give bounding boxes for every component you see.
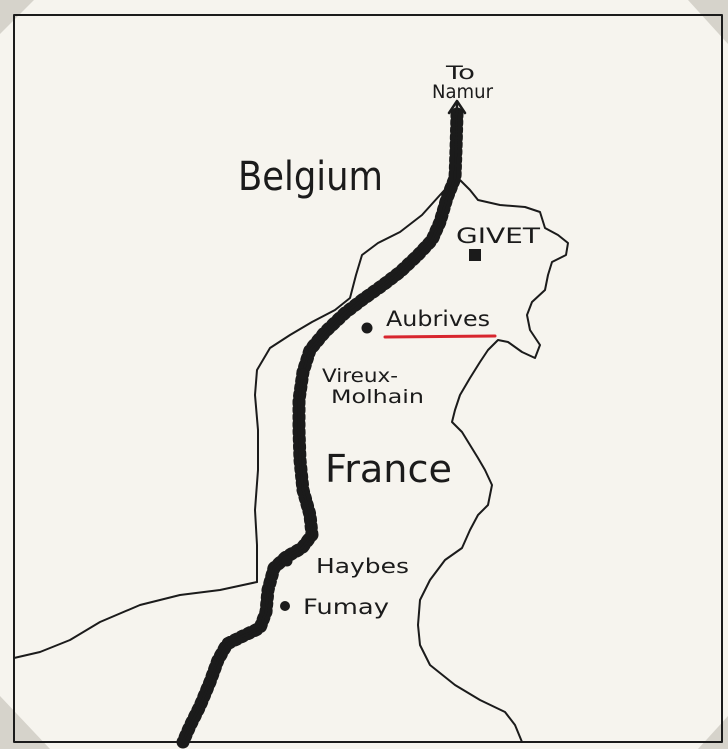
place-label-givet: GIVET	[456, 224, 540, 248]
photo-corner-bottom-left	[0, 696, 50, 749]
map-frame	[13, 14, 723, 743]
photo-corner-bottom-right	[698, 716, 728, 749]
country-label-belgium: Belgium	[238, 154, 383, 200]
square-marker-icon	[469, 249, 481, 261]
dot-marker-icon	[280, 601, 290, 611]
highlight-underline	[383, 334, 497, 339]
arrow-up-icon	[447, 99, 467, 115]
place-label-molhain: Molhain	[331, 386, 424, 408]
place-label-fumay: Fumay	[303, 595, 389, 619]
photo-corner-top-left	[0, 0, 34, 34]
place-label-aubrives: Aubrives	[386, 307, 490, 331]
place-label-vireux: Vireux-	[322, 365, 398, 387]
border-line-salient	[254, 179, 569, 743]
place-label-haybes: Haybes	[316, 554, 409, 578]
country-label-france: France	[325, 447, 452, 491]
border-line-west	[13, 581, 258, 659]
dot-marker-icon	[361, 322, 373, 334]
direction-label-namur: Namur	[432, 81, 493, 103]
railway-rail	[181, 101, 459, 744]
dot-marker-icon	[297, 368, 309, 380]
dot-marker-icon	[281, 555, 293, 567]
photo-corner-top-right	[688, 0, 728, 44]
railway-track	[176, 99, 467, 749]
direction-label-to: To	[445, 62, 475, 84]
